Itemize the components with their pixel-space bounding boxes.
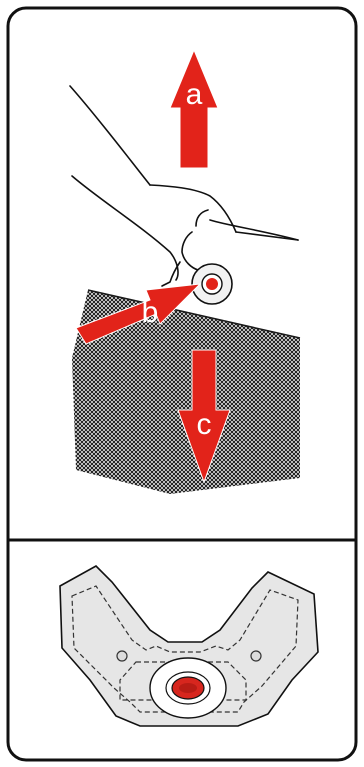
- pull-up-arrow-icon: a: [169, 48, 219, 169]
- release-button-icon: [191, 263, 233, 305]
- press-arrow-icon: b: [75, 283, 202, 345]
- outer-frame: [6, 6, 358, 762]
- cover-top-view-icon: [59, 565, 319, 727]
- hand-icon: [69, 85, 299, 287]
- label-b: b: [142, 296, 159, 329]
- mesh-cover: [72, 290, 300, 494]
- label-a: a: [186, 78, 203, 111]
- label-c: c: [197, 408, 212, 441]
- pull-down-arrow-icon: c: [177, 349, 231, 484]
